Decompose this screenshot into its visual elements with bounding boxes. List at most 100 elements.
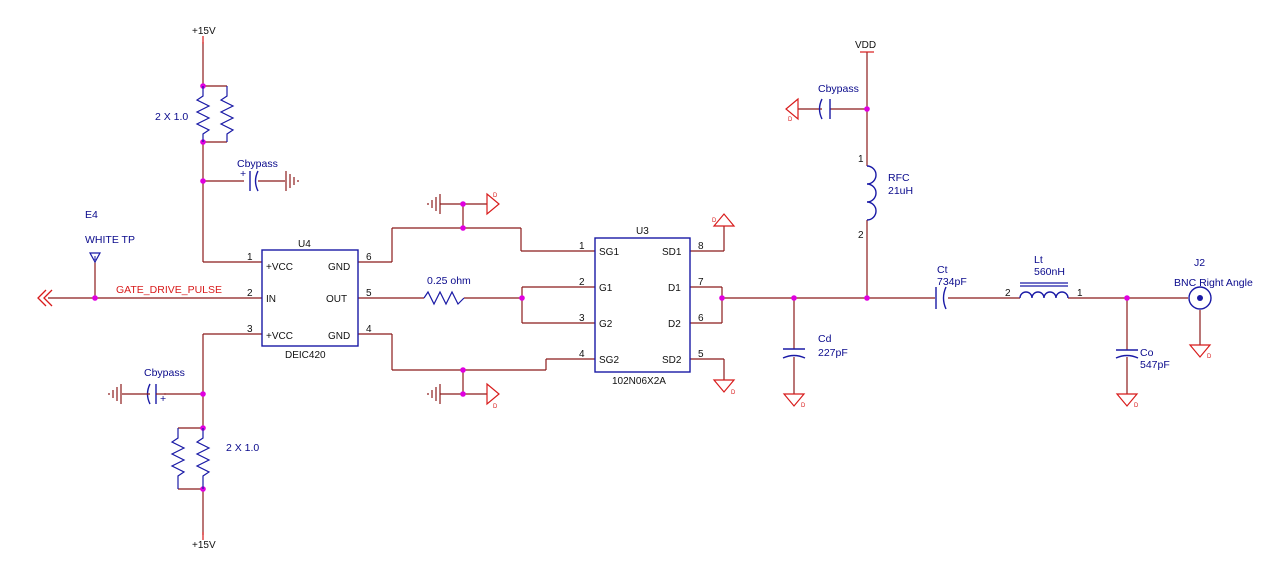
ground-mark: D <box>493 193 498 199</box>
supply-vdd: VDD <box>855 40 876 53</box>
cbypass-top-plus: + <box>240 168 246 180</box>
ground-bnc: D <box>1188 344 1212 360</box>
ground-mark: D <box>731 390 736 396</box>
ground-sg1-right: D <box>486 192 500 216</box>
ground-mark: D <box>712 218 717 224</box>
ground-top-cbypass <box>285 171 299 191</box>
cbypass-bottom: + Cbypass <box>122 367 185 405</box>
u4-ref: U4 <box>298 239 311 250</box>
u3-pin1-name: SG1 <box>599 247 619 258</box>
rfc-pin2: 2 <box>858 230 864 241</box>
ground-cbypass-vdd: D <box>785 97 799 123</box>
ground-mark: D <box>801 403 806 409</box>
ground-co: D <box>1115 393 1139 409</box>
u3-pin2-name: G1 <box>599 283 613 294</box>
u4-pin2-num: 2 <box>247 288 253 299</box>
u4-pin1-name: +VCC <box>266 262 293 273</box>
u3-ref: U3 <box>636 226 649 237</box>
u4-pin3-num: 3 <box>247 324 253 335</box>
u3-pin7-num: 7 <box>698 277 704 288</box>
ground-sg2-left <box>427 384 441 404</box>
junction-dots <box>92 83 1130 492</box>
ground-sg1-left <box>427 194 441 214</box>
u4-pin2-name: IN <box>266 294 276 305</box>
u4-pin1-num: 1 <box>247 252 253 263</box>
cd-value: 227pF <box>818 347 848 359</box>
u3-pin6-num: 6 <box>698 313 704 324</box>
cbypass-vdd: Cbypass <box>818 83 859 120</box>
u4-pin5-name: OUT <box>326 294 347 305</box>
testpoint-e4: E4 WHITE TP <box>85 209 135 264</box>
u4-pin4-name: GND <box>328 331 350 342</box>
u3-pin8-name: SD1 <box>662 247 682 258</box>
resistor-bottom-label: 2 X 1.0 <box>226 442 259 454</box>
wires <box>48 42 1201 535</box>
u3-pin2-num: 2 <box>579 277 585 288</box>
ground-mark: D <box>493 404 498 410</box>
rfc-value: 21uH <box>888 185 913 197</box>
u3-pin1-num: 1 <box>579 241 585 252</box>
resistor-pair-top <box>195 86 235 142</box>
u4-pin6-name: GND <box>328 262 350 273</box>
lt-ref: Lt <box>1034 254 1043 266</box>
cbypass-top-label: Cbypass <box>237 158 278 170</box>
rfc-pin1: 1 <box>858 154 864 165</box>
ct-ref: Ct <box>937 264 948 276</box>
supply-bottom-15v-label: +15V <box>192 540 216 551</box>
supply-vdd-label: VDD <box>855 40 876 51</box>
ground-mark: D <box>788 117 793 123</box>
co-ref: Co <box>1140 347 1154 359</box>
supply-bottom-15v: +15V <box>192 532 216 551</box>
u3-pin6-name: D2 <box>668 319 681 330</box>
inductor-rfc: 1 2 RFC 21uH <box>858 154 913 241</box>
testpoint-ref: E4 <box>85 209 98 221</box>
resistor-top-label: 2 X 1.0 <box>155 111 188 123</box>
supply-top-15v-label: +15V <box>192 26 216 37</box>
cbypass-bottom-label: Cbypass <box>144 367 185 379</box>
j2-name: BNC Right Angle <box>1174 277 1253 289</box>
u4-pin4-num: 4 <box>366 324 372 335</box>
capacitor-ct: Ct 734pF <box>935 264 967 310</box>
ground-mark: D <box>1134 403 1139 409</box>
cd-ref: Cd <box>818 333 832 345</box>
u3-part: 102N06X2A <box>612 376 666 387</box>
bnc-connector-j2: J2 BNC Right Angle <box>1174 257 1253 310</box>
capacitor-co: Co 547pF <box>1115 347 1170 371</box>
u3-mosfet: U3 102N06X2A SG1 G1 G2 SG2 SD1 D1 D2 SD2… <box>579 226 704 387</box>
ct-value: 734pF <box>937 276 967 288</box>
cbypass-vdd-label: Cbypass <box>818 83 859 95</box>
u3-pin7-name: D1 <box>668 283 681 294</box>
u3-pin3-name: G2 <box>599 319 613 330</box>
gate-resistor-label: 0.25 ohm <box>427 275 471 287</box>
resistor-pair-bottom <box>170 428 211 489</box>
u3-pin4-num: 4 <box>579 349 585 360</box>
u3-pin5-num: 5 <box>698 349 704 360</box>
lt-value: 560nH <box>1034 266 1065 278</box>
j2-ref: J2 <box>1194 257 1205 269</box>
supply-top-15v: +15V <box>192 26 216 44</box>
u3-pin8-num: 8 <box>698 241 704 252</box>
u3-pin3-num: 3 <box>579 313 585 324</box>
cbypass-bottom-plus: + <box>160 393 166 405</box>
u4-pin5-num: 5 <box>366 288 372 299</box>
lt-pin2: 2 <box>1005 288 1011 299</box>
ground-cd: D <box>782 393 806 409</box>
u4-pin3-name: +VCC <box>266 331 293 342</box>
u4-part: DEIC420 <box>285 350 326 361</box>
ground-bottom-cbypass <box>108 384 122 404</box>
u4-driver: U4 DEIC420 +VCC IN +VCC GND OUT GND 1 2 … <box>247 239 372 361</box>
rfc-ref: RFC <box>888 172 910 184</box>
lt-pin1: 1 <box>1077 288 1083 299</box>
capacitor-cd: Cd 227pF <box>782 333 848 359</box>
net-label-gate-drive: GATE_DRIVE_PULSE <box>116 284 222 296</box>
gate-resistor: 0.25 ohm <box>423 275 471 306</box>
offpage-connector-icon <box>37 289 53 307</box>
ground-sg2-right: D <box>486 382 500 410</box>
co-value: 547pF <box>1140 359 1170 371</box>
u3-pin4-name: SG2 <box>599 355 619 366</box>
inductor-lt: Lt 560nH 2 1 <box>1005 254 1083 299</box>
ground-sd1: D <box>712 213 736 227</box>
cbypass-top: + Cbypass <box>237 158 285 192</box>
ground-mark: D <box>1207 354 1212 360</box>
